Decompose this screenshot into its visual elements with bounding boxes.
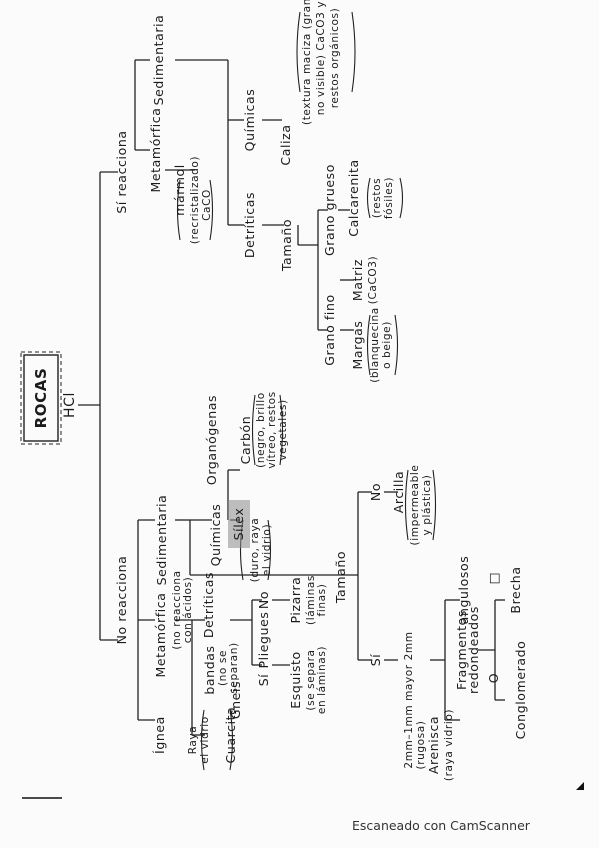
label-calcarenita-note1: (restos [371, 178, 383, 218]
root-node: ROCAS HCl [20, 351, 78, 445]
label-lamina: (se separa [305, 649, 317, 710]
label-metamorfica-no-note2: con ácidos) [182, 577, 194, 644]
label-brecha: Brecha [508, 566, 523, 613]
label-silex: Sílex [231, 508, 246, 541]
label-si-pliegues: Sí [256, 674, 271, 687]
label-raya-vidrio1: Raya [187, 726, 199, 755]
label-carbon-note3: vegetales) [277, 399, 289, 460]
label-quimicas-react: Químicas [242, 89, 257, 152]
label-metamorfica-no-note1: (no reacciona [171, 570, 183, 649]
label-no-se: (no se [217, 650, 229, 686]
label-si-reacciona: Sí reacciona [114, 130, 129, 213]
root-sub-label: HCl [62, 392, 78, 418]
label-carbon-note2: vítreo, restos [266, 391, 278, 468]
label-carbon-note1: (negro, brillo [255, 392, 267, 468]
label-carbon: Carbón [238, 416, 253, 465]
silex-highlight: Sílex [228, 500, 250, 548]
label-arenisca-note1: (rugosa) [415, 721, 427, 770]
label-pizarra: Pizarra [288, 577, 303, 624]
symbol-square: □ [486, 572, 501, 584]
label-marmol-comp: CaCO [201, 189, 213, 221]
label-margas-note1: (blanquecina [369, 307, 381, 383]
scan-marks [22, 782, 584, 799]
label-tamano-no: Tamaño [333, 551, 348, 604]
label-conglomerado: Conglomerado [513, 641, 528, 740]
label-pizarra-note2: finas) [316, 584, 328, 617]
label-metamorfica-react: Metamórfica [148, 107, 163, 192]
symbol-circle: O [486, 673, 501, 683]
label-sedimentaria-react: Sedimentaria [151, 15, 166, 106]
label-separa: separan) [228, 642, 240, 693]
label-marmol: mármol [172, 164, 187, 216]
label-mm: 2mm–1mm mayor 2mm [403, 631, 415, 768]
label-pliegues: Pliegues [256, 611, 271, 668]
label-grano-fino: Grano fino [322, 294, 337, 365]
label-pizarra-note1: (láminas [305, 575, 317, 625]
label-caliza-note3: restos orgánicos) [329, 8, 341, 109]
label-sedimentaria-no: Sedimentaria [154, 495, 169, 586]
branch-no-reacts: No reacciona Ígnea Metamórfica (no reacc… [114, 391, 528, 781]
label-si-tamano: Sí [368, 654, 383, 667]
label-bandas: bandas [202, 645, 217, 694]
label-caliza-note2: no visible) CaCO3 y [315, 1, 327, 115]
label-caliza: Caliza [278, 124, 293, 165]
label-arcilla-note1: (impermeable [409, 465, 421, 546]
label-calcarenita: Calcarenita [346, 159, 361, 237]
label-margas: Margas [350, 320, 365, 369]
label-matriz: Matriz [350, 259, 365, 301]
scanner-watermark: Escaneado con CamScanner [352, 818, 530, 833]
label-no-reacciona: No reacciona [114, 556, 129, 645]
label-arenisca: Arenisca [426, 716, 441, 774]
label-detriticas-no: Detríticas [201, 572, 216, 638]
label-redondeados: redondeados [466, 606, 481, 694]
label-marmol-note: (recristalizado) [189, 156, 201, 244]
label-esquisto: Esquisto [288, 651, 303, 709]
parentheses [176, 11, 437, 771]
label-fragmentos: Fragmentos [454, 610, 469, 690]
label-arcilla: Arcilla [391, 471, 406, 514]
label-arcilla-note2: y plástica) [421, 475, 433, 536]
label-cuarcita: Cuarcita [223, 707, 238, 764]
label-lamina2: en láminas) [316, 646, 328, 714]
label-tamano-react: Tamaño [279, 219, 294, 272]
label-margas-note2: o beige) [381, 321, 393, 369]
label-angulosos: angulosos [456, 556, 471, 625]
label-raya-vidrio2: el vidrio [199, 716, 211, 764]
branch-reacts: Sí reacciona Sedimentaria Metamórfica má… [114, 0, 395, 383]
label-calcarenita-note2: fósiles) [383, 177, 395, 219]
label-caliza-note1: (textura maciza (grano [301, 0, 313, 125]
label-quimicas-no: Químicas [208, 504, 223, 567]
label-arenisca-note2: (raya vidrio) [443, 709, 455, 781]
label-matriz-note: (CaCO3) [367, 256, 379, 304]
label-organogenas: Organógenas [204, 395, 219, 485]
label-no-pliegues: No [256, 591, 271, 609]
tree-lines [78, 59, 505, 736]
label-grano-grueso: Grano grueso [322, 164, 337, 256]
label-ignea: Ígnea [152, 716, 167, 754]
label-metamorfica-no: Metamórfica [153, 592, 168, 677]
label-silex-note2: el vidrio) [261, 524, 273, 576]
label-detriticas-react: Detríticas [242, 192, 257, 258]
label-gneis: Gneis [228, 681, 243, 719]
root-label: ROCAS [32, 368, 50, 429]
label-silex-note1: (duro, raya [249, 518, 261, 583]
label-no-tamano: No [368, 483, 383, 501]
